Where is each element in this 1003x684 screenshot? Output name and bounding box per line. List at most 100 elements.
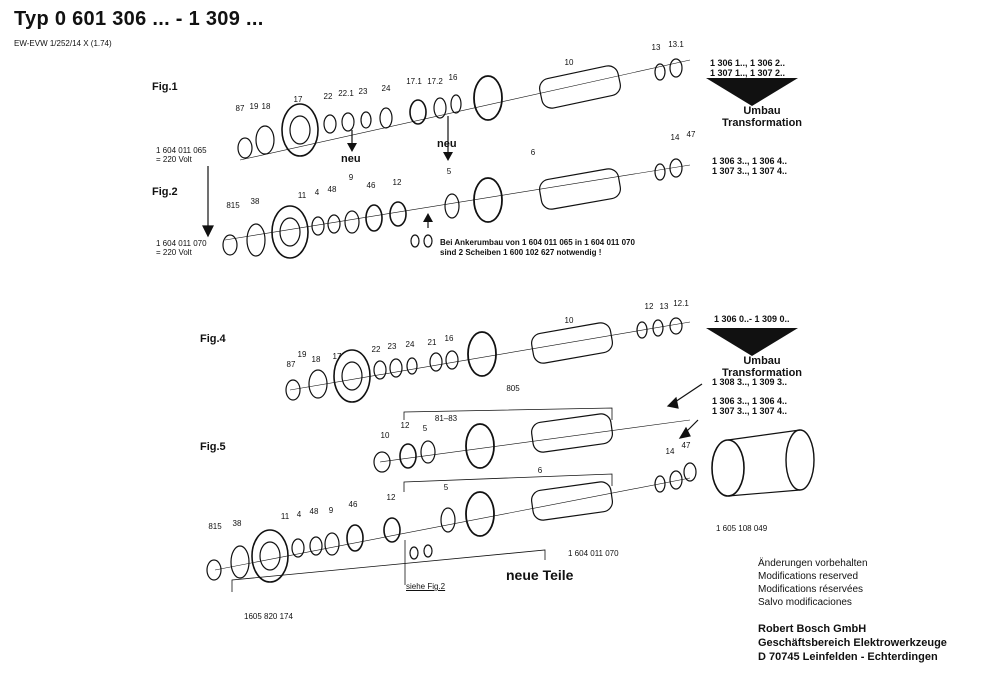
part-label: 24 <box>381 84 391 93</box>
part-label: 9 <box>348 173 354 182</box>
part-label: 22 <box>323 92 333 101</box>
neu-label: neu <box>341 153 361 165</box>
part-label: 38 <box>250 197 260 206</box>
part-label: 87 <box>286 360 296 369</box>
umbau-line2: Transformation <box>721 367 803 379</box>
part-number: 1 605 108 049 <box>716 524 768 533</box>
part-label: 48 <box>327 185 337 194</box>
part-label: 4 <box>314 188 320 197</box>
version-code: 1 306 0..- 1 309 0.. <box>714 314 790 324</box>
company-address: D 70745 Leinfelden - Echterdingen <box>758 651 938 663</box>
part-label: 11 <box>280 512 290 521</box>
figure-label-5: Fig.5 <box>200 441 226 453</box>
part-label: 815 <box>226 201 240 210</box>
part-number: 1605 820 174 <box>244 612 293 621</box>
part-label: 48 <box>309 507 319 516</box>
part-label: 4 <box>296 510 302 519</box>
part-label: 22.1 <box>338 89 354 98</box>
document-title: Typ 0 601 306 ... - 1 309 ... <box>14 8 264 30</box>
version-code: 1 306 3.., 1 306 4.. <box>712 156 788 166</box>
part-label: 815 <box>208 522 222 531</box>
conversion-note-line2: sind 2 Scheiben 1 600 102 627 notwendig … <box>440 248 602 257</box>
modification-line: Modifications reserved <box>758 571 859 582</box>
part-label: 13 <box>659 302 669 311</box>
part-label: 16 <box>444 334 454 343</box>
part-label: 47 <box>681 441 691 450</box>
part-label: 12 <box>644 302 654 311</box>
part-label: 18 <box>311 355 321 364</box>
part-label: 22 <box>371 345 381 354</box>
document-reference: EW-EVW 1/252/14 X (1.74) <box>14 39 112 48</box>
part-label: 10 <box>380 431 390 440</box>
part-label: 47 <box>686 130 696 139</box>
part-label: 6 <box>530 148 536 157</box>
part-label: 10 <box>564 58 574 67</box>
part-label: 17 <box>293 95 303 104</box>
part-label: 87 <box>235 104 245 113</box>
version-code: 1 306 3.., 1 306 4.. <box>712 396 788 406</box>
umbau-line2: Transformation <box>721 117 803 129</box>
umbau-label: Umbau Transformation <box>718 105 806 129</box>
part-label: 13 <box>651 43 661 52</box>
part-label: 6 <box>537 466 543 475</box>
conversion-note: Bei Ankerumbau von 1 604 011 065 in 1 60… <box>440 238 635 258</box>
company-name: Robert Bosch GmbH <box>758 623 867 635</box>
carbon-brush-87 <box>237 137 253 159</box>
umbau-line1: Umbau <box>743 355 781 367</box>
part-number: 1 604 011 070 <box>156 239 207 248</box>
part-label: 46 <box>348 500 358 509</box>
part-label: 12 <box>400 421 410 430</box>
part-label: 13.1 <box>668 40 684 49</box>
part-voltage: = 220 Volt <box>156 155 192 164</box>
modification-line: Modifications réservées <box>758 584 864 595</box>
part-label: 38 <box>232 519 242 528</box>
version-code: 1 307 1.., 1 307 2.. <box>710 68 786 78</box>
part-label: 5 <box>422 424 428 433</box>
figure-label-2: Fig.2 <box>152 186 178 198</box>
neu-label: neu <box>437 138 457 150</box>
modifications-notice: Änderungen vorbehalten Modifications res… <box>758 557 868 609</box>
part-label: 24 <box>405 340 415 349</box>
company-division: Geschäftsbereich Elektrowerkzeuge <box>758 637 947 649</box>
version-code: 1 307 3.., 1 307 4.. <box>712 166 788 176</box>
part-label: 14 <box>665 447 675 456</box>
part-label: 19 <box>249 102 259 111</box>
figure-label-4: Fig.4 <box>200 333 226 345</box>
part-label: 19 <box>297 350 307 359</box>
part-label: 805 <box>506 384 520 393</box>
part-label: 21 <box>427 338 437 347</box>
part-label: 9 <box>328 506 334 515</box>
new-parts-label: neue Teile <box>506 567 574 583</box>
part-label: 17 <box>332 352 342 361</box>
version-code: 1 308 3.., 1 309 3.. <box>712 377 788 387</box>
part-label: 5 <box>446 167 452 176</box>
part-label: 17.2 <box>427 77 443 86</box>
part-label: 12 <box>386 493 396 502</box>
part-label: 81–83 <box>434 414 458 423</box>
umbau-line1: Umbau <box>743 105 781 117</box>
part-label: 18 <box>261 102 271 111</box>
modification-line: Änderungen vorbehalten <box>758 558 868 569</box>
part-label: 23 <box>358 87 368 96</box>
part-label: 16 <box>448 73 458 82</box>
part-label: 5 <box>443 483 449 492</box>
part-label: 10 <box>564 316 574 325</box>
part-label: 17.1 <box>406 77 422 86</box>
umbau-label: Umbau Transformation <box>718 355 806 379</box>
part-number: 1 604 011 065 <box>156 146 207 155</box>
version-code: 1 307 3.., 1 307 4.. <box>712 406 788 416</box>
part-voltage: = 220 Volt <box>156 248 192 257</box>
part-label: 12.1 <box>673 299 689 308</box>
part-label: 46 <box>366 181 376 190</box>
part-label: 11 <box>297 191 307 200</box>
see-fig2-label: siehe Fig.2 <box>406 582 446 591</box>
conversion-note-line1: Bei Ankerumbau von 1 604 011 065 in 1 60… <box>440 238 635 247</box>
part-label: 14 <box>670 133 680 142</box>
part-label: 12 <box>392 178 402 187</box>
part-label: 23 <box>387 342 397 351</box>
modification-line: Salvo modificaciones <box>758 597 852 608</box>
version-code: 1 306 1.., 1 306 2.. <box>710 58 786 68</box>
part-number: 1 604 011 070 <box>568 549 619 558</box>
company-block: Robert Bosch GmbH Geschäftsbereich Elekt… <box>758 622 947 664</box>
